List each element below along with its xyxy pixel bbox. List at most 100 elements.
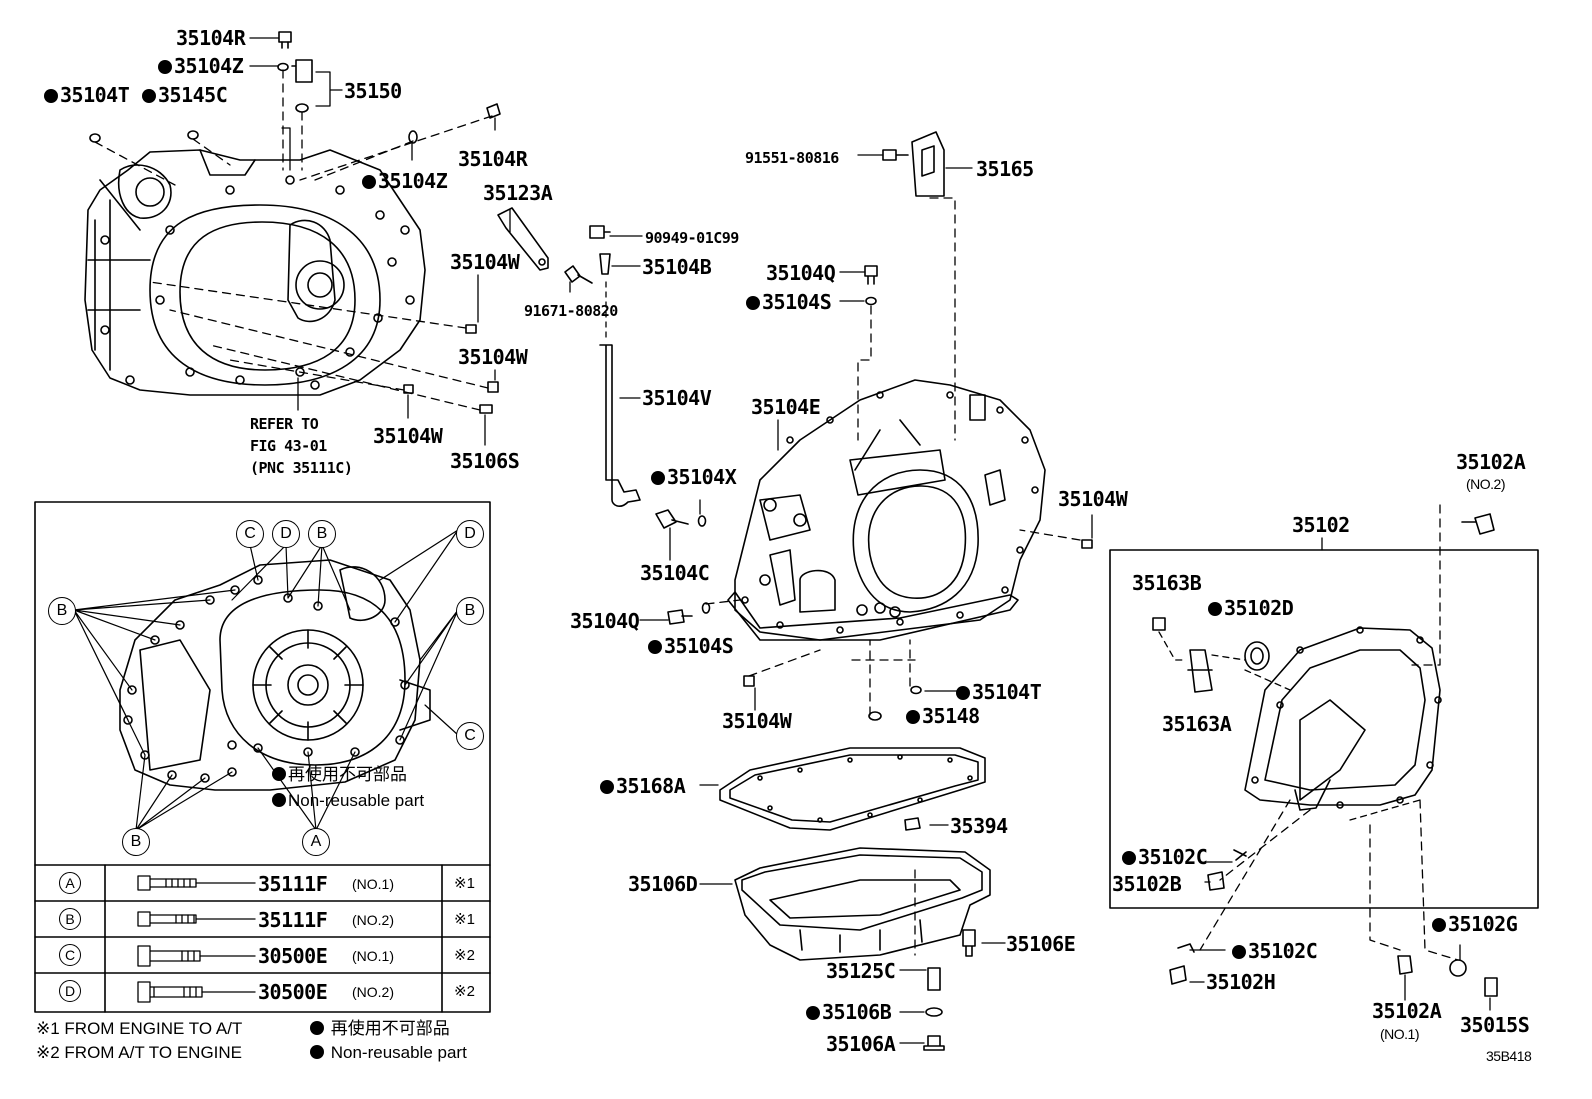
table-row-c-letter: C [59, 944, 81, 966]
non-reusable-dot-icon [310, 1021, 324, 1035]
label-35104q-top: 35104Q [766, 261, 836, 285]
table-row-c-no: (NO.1) [352, 948, 394, 964]
label-35102h: 35102H [1206, 970, 1276, 994]
label-35104b: 35104B [642, 255, 712, 279]
non-reusable-dot-icon [600, 780, 614, 794]
non-reusable-dot-icon [956, 686, 970, 700]
label-35106b: 35106B [806, 1001, 892, 1023]
center-dashed-leaders [705, 197, 1081, 716]
footnote-at-to-engine: ※2 FROM A/T TO ENGINE [36, 1043, 243, 1062]
non-reusable-dot-icon [272, 767, 286, 781]
label-35106e: 35106E [1006, 932, 1076, 956]
non-reusable-dot-icon [648, 640, 662, 654]
label-35104e: 35104E [751, 395, 821, 419]
label-35102c-b: 35102C [1232, 940, 1318, 962]
label-35125c: 35125C [826, 959, 896, 983]
label-35163b: 35163B [1132, 571, 1202, 595]
solid-leaders-top-left [249, 37, 643, 446]
inset-callout-a-bottom: A [302, 828, 330, 856]
label-35123a: 35123A [483, 181, 553, 205]
inset-legend-cn: 再使用不可部品 [272, 764, 407, 786]
non-reusable-dot-icon [272, 793, 286, 807]
label-35104r-mid: 35104R [458, 147, 528, 171]
table-row-b-mark: ※1 [454, 911, 475, 928]
inset-housing [119, 559, 431, 791]
label-35106a: 35106A [826, 1032, 896, 1056]
label-35104w-b: 35104W [458, 345, 528, 369]
non-reusable-dot-icon [142, 89, 156, 103]
inset-leaders [73, 529, 459, 831]
inset-callout-b-bottom: B [122, 828, 150, 856]
label-35104t-left: 35104T [44, 84, 130, 106]
label-35104w-e: 35104W [722, 709, 792, 733]
non-reusable-dot-icon [362, 175, 376, 189]
label-35165: 35165 [976, 157, 1034, 181]
non-reusable-dot-icon [906, 710, 920, 724]
bolt-glyphs [137, 875, 256, 1003]
oil-pan-group [699, 747, 1006, 1051]
label-no2-top: (NO.2) [1466, 476, 1506, 492]
legend-en: Non-reusable part [310, 1042, 467, 1064]
label-35104q-bottom: 35104Q [570, 609, 640, 633]
label-35104s-top: 35104S [746, 291, 832, 313]
label-35104r-top: 35104R [176, 26, 246, 50]
non-reusable-dot-icon [651, 471, 665, 485]
table-row-a-no: (NO.1) [352, 876, 394, 892]
table-row-a-pnc: 35111F [258, 872, 328, 896]
inset-callout-c-right: C [456, 722, 484, 750]
inset-callout-b-right: B [456, 597, 484, 625]
inset-callout-d-right: D [456, 520, 484, 548]
non-reusable-dot-icon [746, 296, 760, 310]
label-91551-80816: 91551-80816 [745, 149, 839, 167]
inset-callout-c-top: C [236, 520, 264, 548]
label-35104w-c: 35104W [373, 424, 443, 448]
table-row-b-letter: B [59, 908, 81, 930]
label-35104c: 35104C [640, 561, 710, 585]
label-35102a-top: 35102A [1456, 450, 1526, 474]
refer-line-3: (PNC 35111C) [250, 459, 353, 477]
refer-line-1: REFER TO [250, 415, 319, 433]
footnote-engine-to-at: ※1 FROM ENGINE TO A/T [36, 1019, 243, 1038]
right-group [1109, 504, 1539, 1011]
bracket-hose-group [497, 207, 707, 561]
label-35104s-bottom: 35104S [648, 635, 734, 657]
non-reusable-dot-icon [806, 1006, 820, 1020]
center-small-parts [667, 131, 1093, 721]
table-row-d-pnc: 30500E [258, 980, 328, 1004]
inset-frame [34, 501, 491, 1013]
table-row-d-mark: ※2 [454, 983, 475, 1000]
dashed-leaders-top-left [94, 69, 493, 411]
table-row-d-letter: D [59, 980, 81, 1002]
inset-callout-b-left: B [48, 597, 76, 625]
non-reusable-dot-icon [44, 89, 58, 103]
center-solid-leaders [639, 154, 1093, 711]
non-reusable-dot-icon [1432, 918, 1446, 932]
inset-callout-b-top: B [308, 520, 336, 548]
label-no1-bottom: (NO.1) [1380, 1026, 1420, 1042]
label-35145c: 35145C [142, 84, 228, 106]
inset-callout-d-top: D [272, 520, 300, 548]
label-91671-80820: 91671-80820 [524, 302, 618, 320]
label-35106d: 35106D [628, 872, 698, 896]
label-35106s: 35106S [450, 449, 520, 473]
table-row-a-mark: ※1 [454, 875, 475, 892]
non-reusable-dot-icon [158, 60, 172, 74]
label-35148: 35148 [906, 705, 980, 727]
label-35150: 35150 [344, 79, 402, 103]
refer-line-2: FIG 43-01 [250, 437, 327, 455]
inset-legend-en: Non-reusable part [272, 790, 424, 812]
table-row-b-pnc: 35111F [258, 908, 328, 932]
table-row-c-pnc: 30500E [258, 944, 328, 968]
label-35104z-mid: 35104Z [362, 170, 448, 192]
table-row-b-no: (NO.2) [352, 912, 394, 928]
table-row-a-letter: A [59, 872, 81, 894]
label-35102c-a: 35102C [1122, 846, 1208, 868]
transaxle-housing-center [727, 379, 1046, 641]
label-35163a: 35163A [1162, 712, 1232, 736]
label-35104v: 35104V [642, 386, 712, 410]
label-35015s: 35015S [1460, 1013, 1530, 1037]
label-35104w-a: 35104W [450, 250, 520, 274]
table-row-c-mark: ※2 [454, 947, 475, 964]
